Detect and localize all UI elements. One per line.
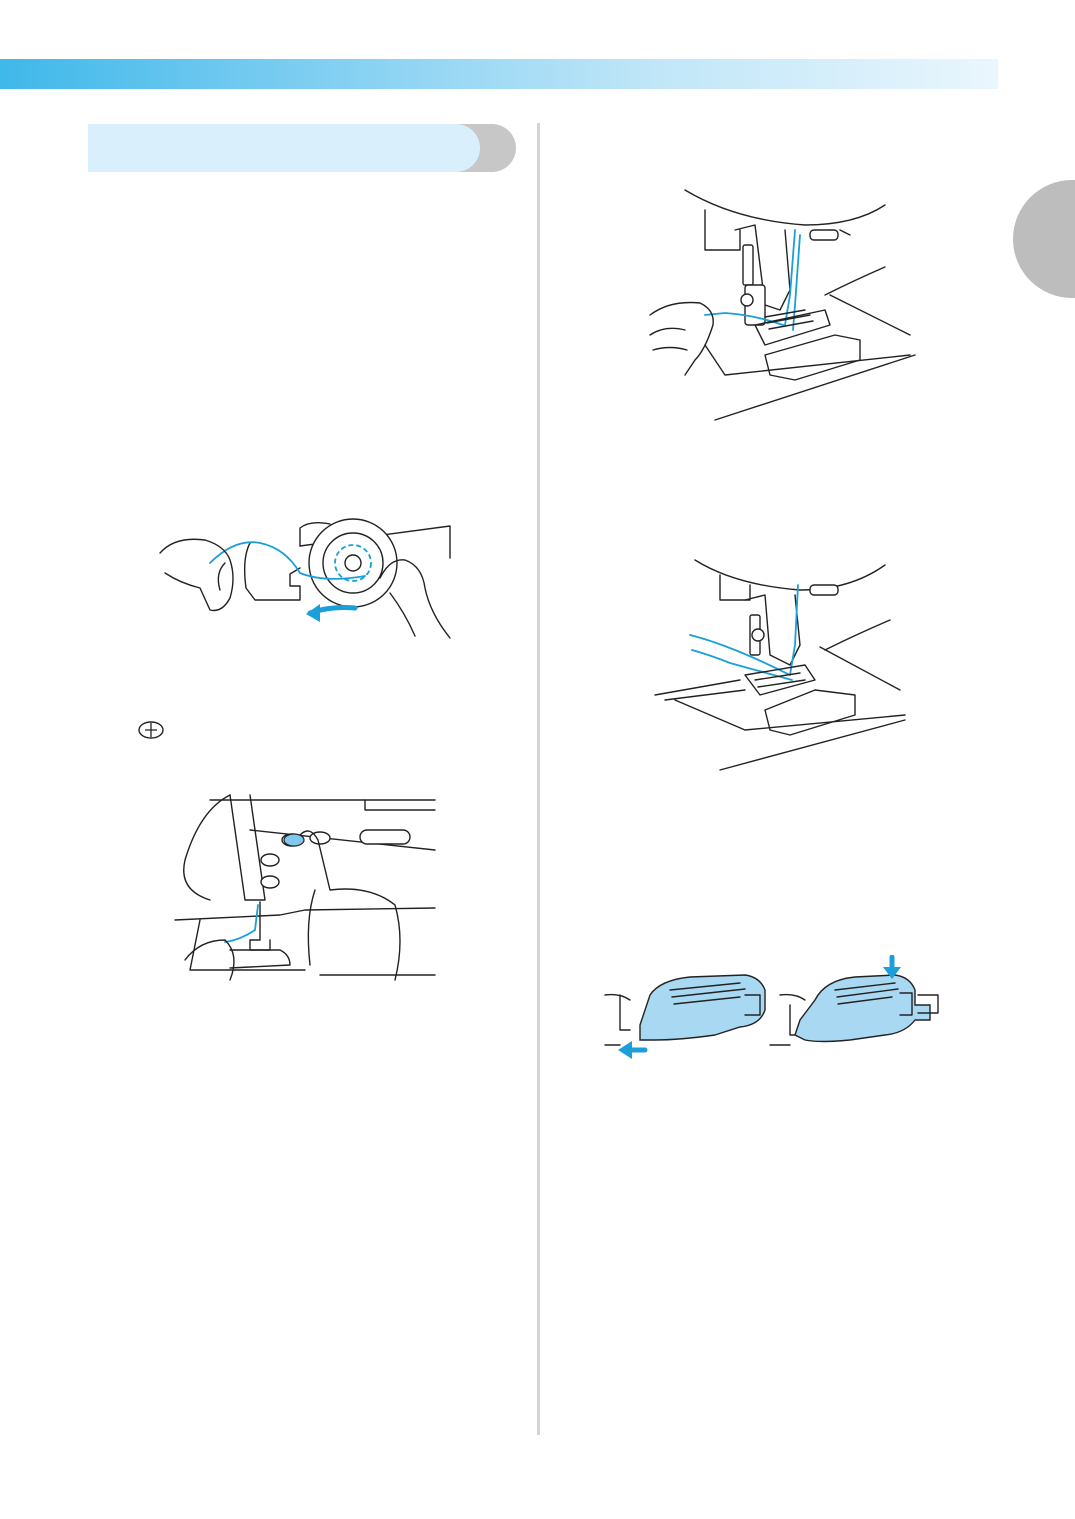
pull-thread-illustration xyxy=(645,185,920,425)
needle-position-button-icon xyxy=(137,720,165,740)
chapter-tab xyxy=(1013,180,1075,298)
bobbin-insert-illustration xyxy=(150,518,460,643)
heading-band-fill xyxy=(88,124,480,172)
press-needle-button-illustration xyxy=(170,790,440,990)
bobbin-cover-attach-illustration xyxy=(600,955,950,1070)
header-color-bar xyxy=(0,59,998,89)
column-divider xyxy=(537,123,540,1435)
section-heading-band xyxy=(88,124,516,172)
threads-under-presser-foot-illustration xyxy=(650,555,910,775)
